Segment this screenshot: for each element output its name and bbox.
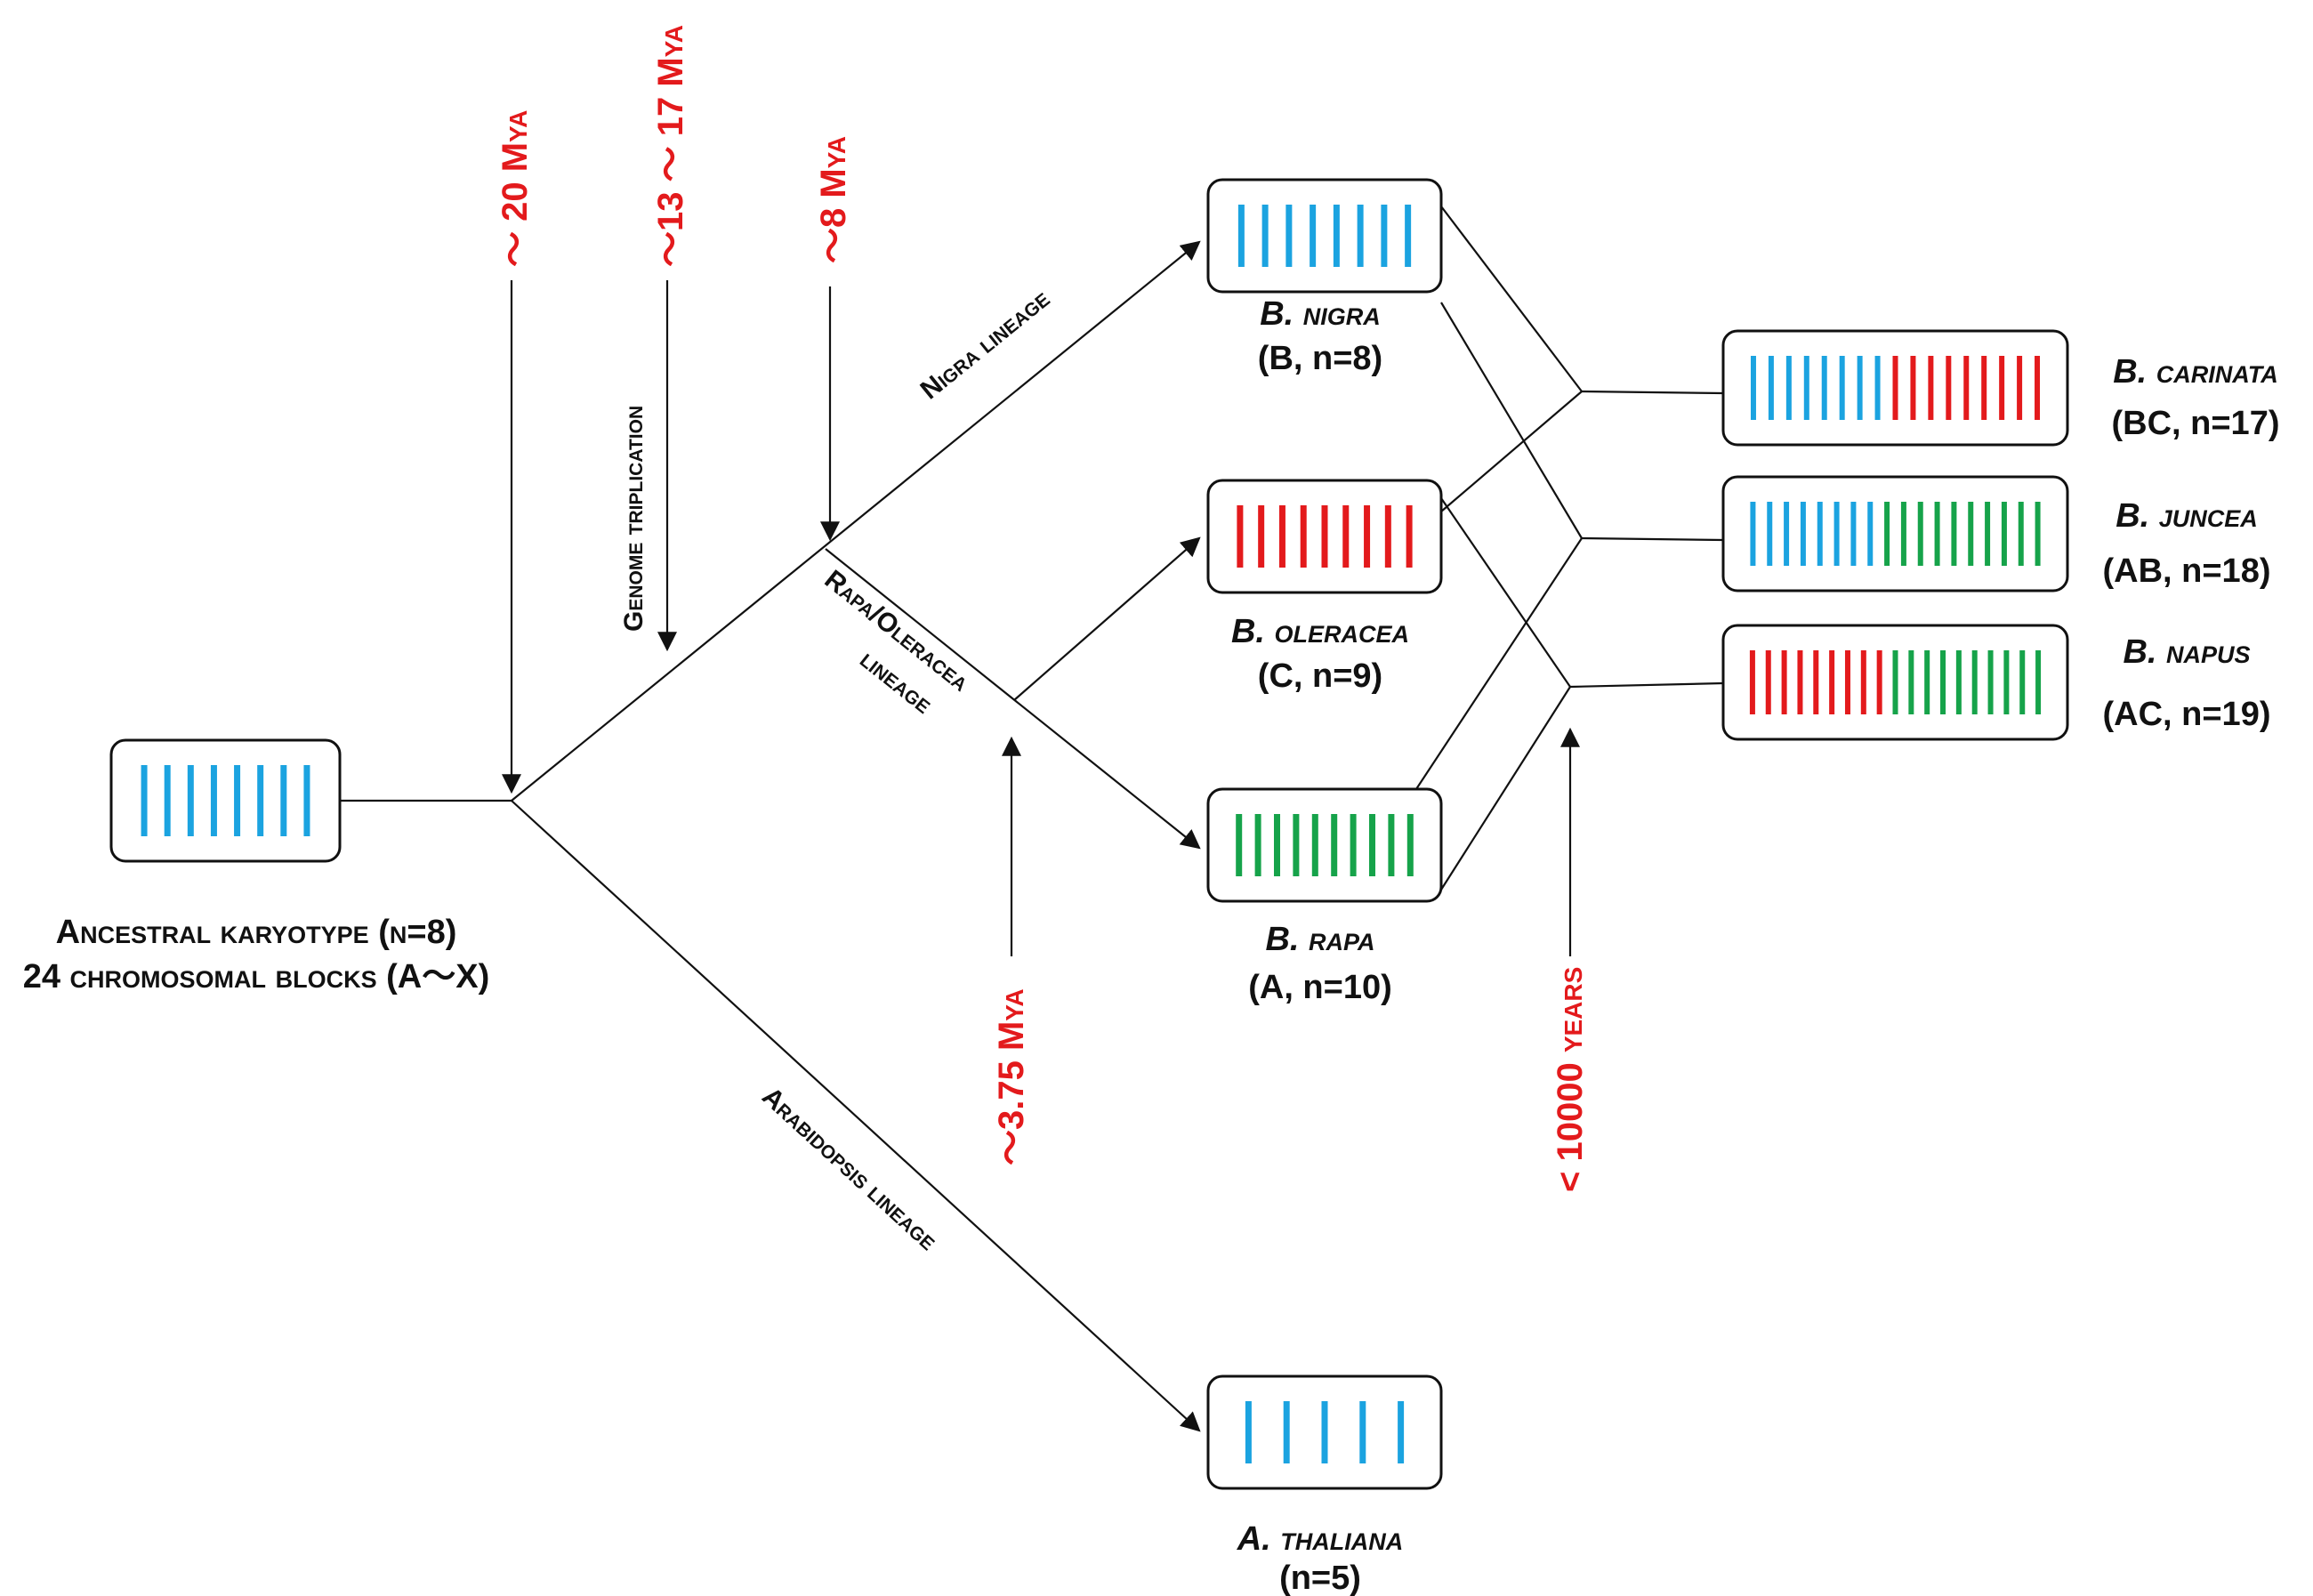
species-name-oleracea: B. oleracea [1231,613,1409,650]
edge-rapa-oleracea-branch [825,548,1201,850]
hybrid-nigra-to-carinata [1440,206,1583,392]
species-genome-carinata: (BC, n=17) [2112,405,2280,442]
edge-to-oleracea [1013,536,1201,701]
karyotype-thaliana [1206,1374,1443,1490]
karyotype-ancestral [109,738,342,863]
time-label-10000-years: < 10000 years [1551,967,1590,1192]
species-name-carinata: B. carinata [2113,353,2278,391]
species-genome-nigra: (B, n=8) [1258,340,1382,377]
species-genome-rapa: (A, n=10) [1248,969,1392,1006]
species-genome-oleracea: (C, n=9) [1258,657,1382,695]
karyotype-rapa [1206,787,1443,903]
hybrid-oleracea-to-napus [1440,497,1571,688]
species-name-nigra: B. nigra [1260,295,1381,333]
species-genome-juncea: (AB, n=18) [2103,552,2271,590]
hybrid-oleracea-to-carinata [1440,391,1583,512]
time-label-8mya: ～8 Mya [814,136,853,263]
edge-to-nigra [511,240,1201,802]
karyotype-juncea [1721,475,2069,592]
ancestral-label-line1: Ancestral karyotype (n=8) [56,914,457,951]
karyotype-nigra [1206,178,1443,294]
join-to-juncea [1581,536,1724,542]
hybrid-rapa-to-napus [1440,686,1571,891]
species-name-thaliana: A. thaliana [1237,1520,1404,1558]
edge-to-thaliana [511,800,1201,1432]
hybrid-nigra-to-juncea [1440,302,1583,539]
label-genome-triplication: Genome triplication [619,406,649,632]
hybrid-rapa-to-juncea [1414,537,1583,793]
ancestral-label-line2: 24 chromosomal blocks (A～X) [23,958,490,995]
karyotype-carinata [1721,329,2069,447]
time-label-20mya: ～ 20 Mya [496,110,535,267]
species-genome-napus: (AC, n=19) [2103,696,2271,733]
karyotype-napus [1721,624,2069,741]
karyotype-oleracea [1206,479,1443,594]
join-to-carinata [1581,390,1724,395]
species-genome-thaliana: (n=5) [1279,1560,1361,1596]
tree-edges [340,206,1724,1432]
time-label-13-17mya: ～13 ～ 17 Mya [651,25,690,267]
time-label-3-75mya: ～3.75 Mya [992,988,1031,1165]
join-to-napus [1569,681,1724,689]
species-name-juncea: B. juncea [2116,497,2258,535]
label-nigra-lineage: Nigra lineage [915,284,1055,405]
species-name-napus: B. napus [2123,633,2250,671]
species-name-rapa: B. rapa [1265,921,1374,958]
